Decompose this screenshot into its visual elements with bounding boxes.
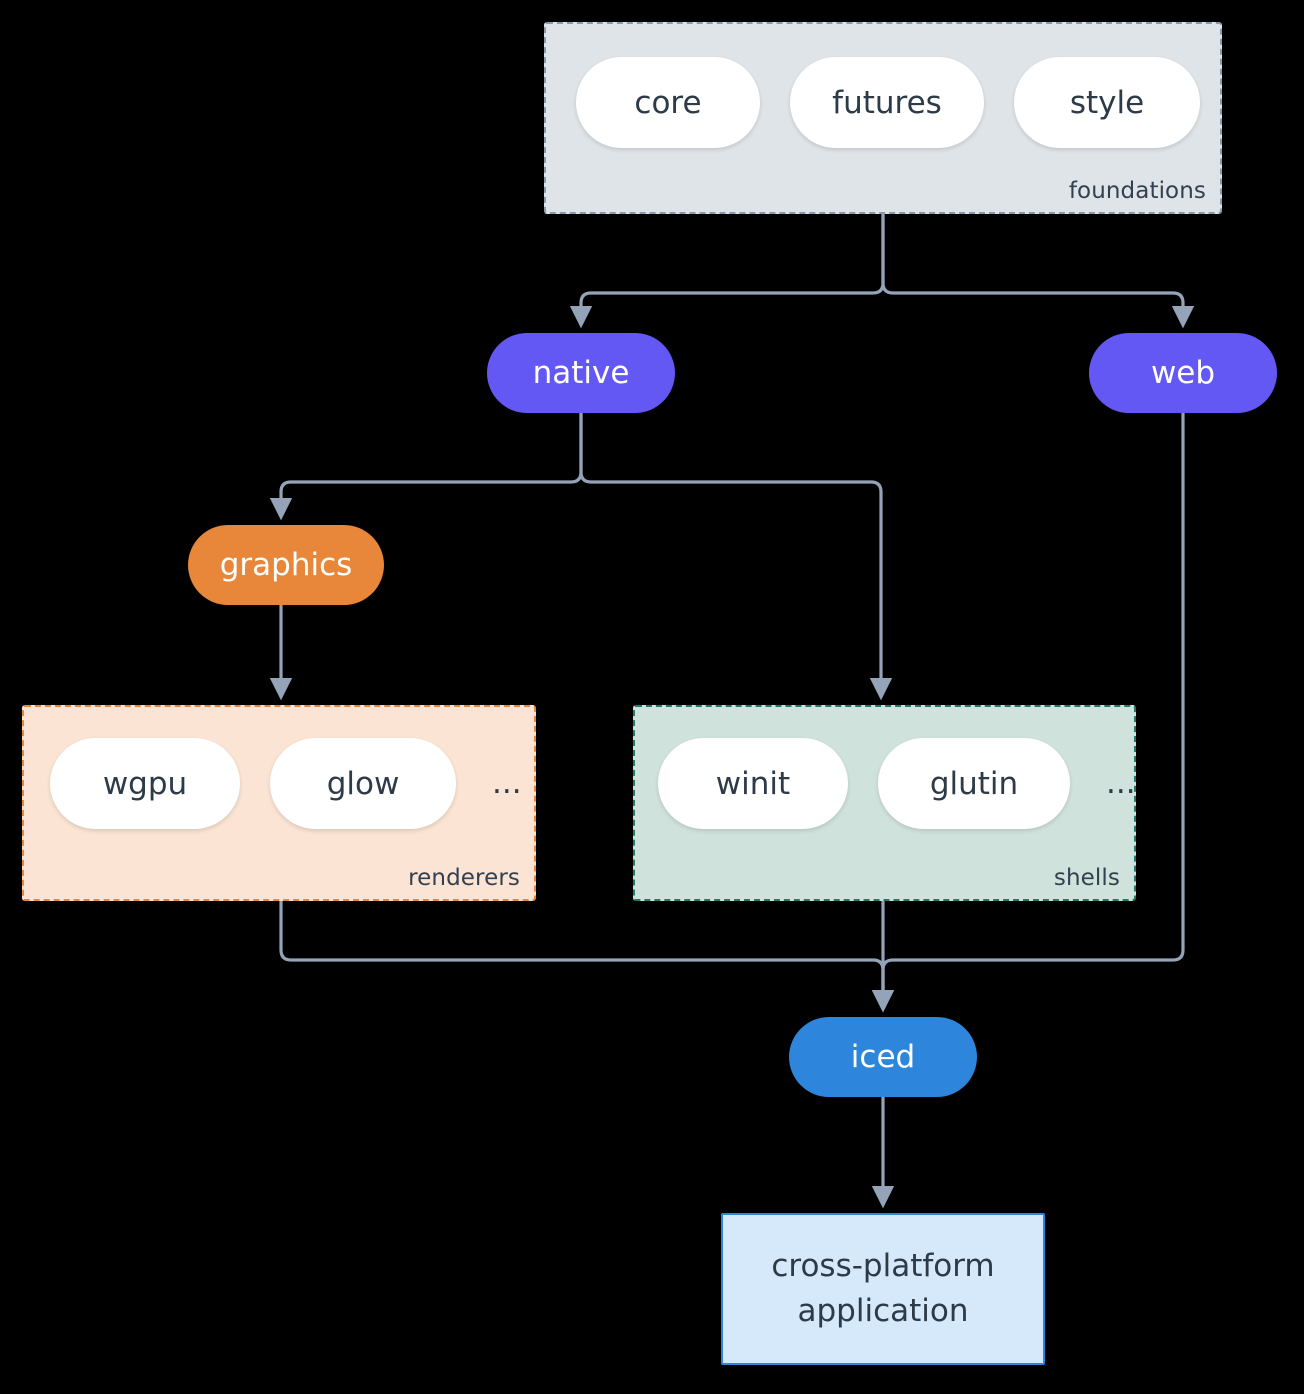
edge-foundations-web — [881, 214, 1195, 329]
edge-renderers-iced — [279, 901, 895, 1013]
cluster-shells-label: shells — [1053, 865, 1120, 891]
node-shells-ellipsis: ... — [1106, 765, 1136, 801]
cluster-shells: winit glutin ... shells — [633, 705, 1136, 901]
cluster-renderers-nodes: wgpu glow ... — [50, 738, 560, 829]
node-web[interactable]: web — [1089, 333, 1277, 413]
edge-foundations-native — [569, 214, 885, 329]
cluster-foundations-nodes: core futures style — [576, 57, 1250, 148]
cluster-renderers-label: renderers — [408, 865, 520, 891]
node-glow[interactable]: glow — [270, 738, 456, 829]
node-native[interactable]: native — [487, 333, 675, 413]
edge-native-graphics — [269, 413, 583, 521]
node-renderers-ellipsis: ... — [492, 765, 522, 801]
node-glutin[interactable]: glutin — [878, 738, 1070, 829]
cluster-shells-nodes: winit glutin ... — [658, 738, 1157, 829]
cluster-foundations-label: foundations — [1068, 178, 1206, 204]
node-wgpu[interactable]: wgpu — [50, 738, 240, 829]
node-core[interactable]: core — [576, 57, 760, 148]
node-style[interactable]: style — [1014, 57, 1200, 148]
cluster-foundations: core futures style foundations — [544, 22, 1222, 214]
node-winit[interactable]: winit — [658, 738, 848, 829]
node-application-line2: application — [797, 1293, 969, 1329]
node-application-line1: cross-platform — [771, 1248, 995, 1285]
node-cross-platform-application[interactable]: cross-platform application — [721, 1213, 1045, 1365]
node-graphics[interactable]: graphics — [188, 525, 384, 605]
node-iced[interactable]: iced — [789, 1017, 977, 1097]
node-futures[interactable]: futures — [790, 57, 984, 148]
edge-native-shells — [579, 413, 893, 701]
cluster-renderers: wgpu glow ... renderers — [22, 705, 536, 901]
